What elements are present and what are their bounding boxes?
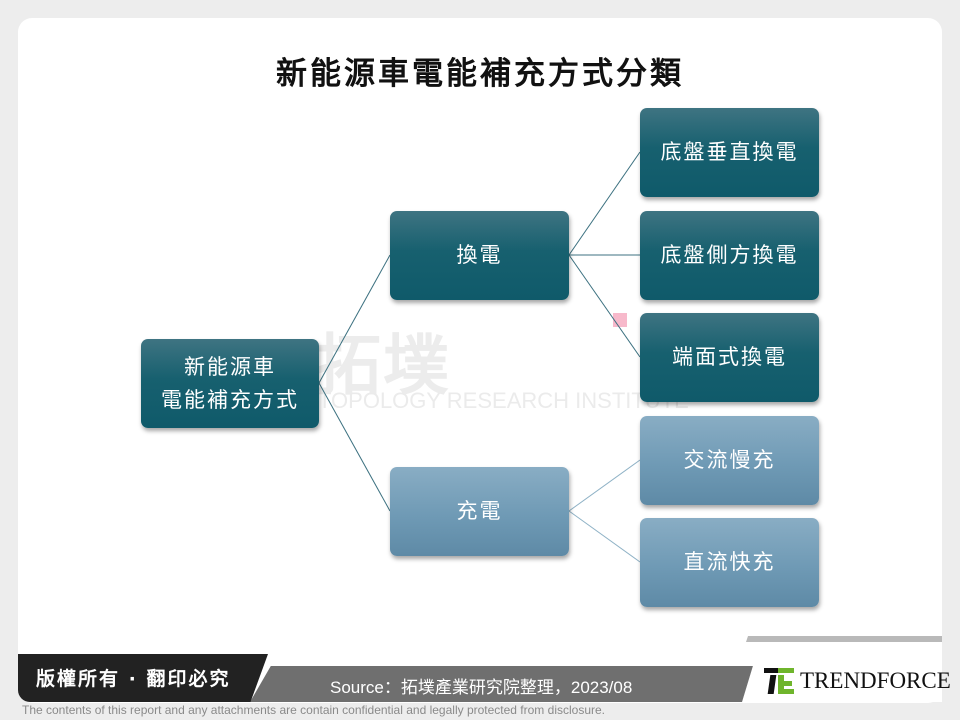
- trendforce-logo-text: TRENDFORCE: [800, 668, 951, 693]
- leaf-node-chassis-side-swap: 底盤側方換電: [640, 211, 819, 300]
- source-text: Source：拓墣產業研究院整理，2023/08: [330, 678, 633, 697]
- connector-charge-leaf2: [568, 510, 641, 563]
- connector-root-swap: [318, 254, 391, 384]
- connector-swap-leaf3: [568, 254, 641, 358]
- copyright-text: 版權所有 · 翻印必究: [36, 668, 231, 690]
- connector-swap-leaf1: [568, 151, 641, 256]
- connector-charge-leaf1: [568, 459, 641, 512]
- branch-node-battery-swap: 換電: [390, 211, 569, 300]
- trendforce-logo-icon: [764, 668, 794, 694]
- copyright-bar: 版權所有 · 翻印必究: [18, 654, 268, 702]
- root-node-line2: 電能補充方式: [161, 387, 299, 412]
- root-node: 新能源車 電能補充方式: [141, 339, 319, 428]
- leaf-node-ac-slow-charge: 交流慢充: [640, 416, 819, 505]
- leaf-node-end-face-swap: 端面式換電: [640, 313, 819, 402]
- connector-root-charge: [318, 382, 391, 512]
- root-node-line1: 新能源車: [184, 354, 276, 379]
- logo-stripe: [746, 636, 942, 642]
- disclaimer-text: The contents of this report and any atta…: [22, 703, 605, 717]
- trendforce-logo: TRENDFORCE: [764, 668, 951, 694]
- branch-node-charging: 充電: [390, 467, 569, 556]
- leaf-node-dc-fast-charge: 直流快充: [640, 518, 819, 607]
- watermark-english: TOPOLOGY RESEARCH INSTITUTE: [318, 388, 689, 413]
- source-bar: Source：拓墣產業研究院整理，2023/08: [250, 666, 770, 702]
- leaf-node-chassis-vertical-swap: 底盤垂直換電: [640, 108, 819, 197]
- page-title: 新能源車電能補充方式分類: [276, 56, 684, 92]
- watermark-chinese: 拓墣: [315, 327, 451, 404]
